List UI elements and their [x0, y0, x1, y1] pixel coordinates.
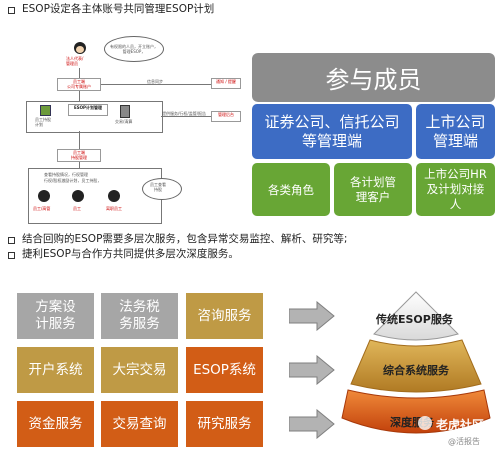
person-icon: [108, 190, 120, 202]
admin-face-icon: [76, 46, 84, 53]
service-pyramid: [341, 291, 491, 434]
esop-client-box: 员工端 持股管理: [57, 149, 101, 162]
person-icon: [72, 190, 84, 202]
person-label: 员工/高管: [33, 206, 51, 211]
service-account-opening: 开户系统: [17, 347, 94, 393]
flow-diagram: 法人代表/ 管理员 有权限的人员，开立账户，管理ESOP， 员工端 公司专属账户…: [22, 32, 247, 224]
plan-clients-box: 各计划管理客户: [334, 163, 412, 216]
speech-bubble: [142, 178, 182, 200]
service-esop-system: ESOP系统: [186, 347, 263, 393]
speech-text: 有权限的人员，开立账户，管理ESOP，: [110, 44, 158, 54]
plan-frame: [26, 101, 163, 133]
connector: [101, 84, 211, 85]
listed-company-header: 上市公司管理端: [416, 104, 495, 159]
admin-role: 法人代表/ 管理员: [66, 56, 84, 66]
service-trade-query: 交易查询: [101, 401, 178, 447]
connector: [79, 162, 80, 168]
server-icon: [120, 105, 130, 118]
right-arrow-icon: [289, 301, 335, 331]
bullet-text-1: 结合回购的ESOP需要多层次服务，包含异常交易监控、解析、研究等;: [22, 233, 348, 245]
hr-contact-box: 上市公司HR及计划对接人: [416, 163, 495, 216]
company-account-box: 员工端 公司专属账户: [57, 78, 101, 91]
admin-box: 管理后台: [211, 111, 241, 122]
connector: [79, 91, 80, 101]
pyramid-middle-label: 综合系统服务: [383, 364, 449, 377]
connector: [79, 68, 80, 78]
service-block-trade: 大宗交易: [101, 347, 178, 393]
speech-text: 员工查看 持股: [150, 182, 166, 192]
service-research: 研究服务: [186, 401, 263, 447]
watermark-text: 老虎社区: [436, 418, 485, 432]
person-label: 员工: [73, 206, 81, 211]
notify-box: 通知 / 提醒: [211, 78, 241, 89]
person-icon: [38, 190, 50, 202]
info-item-2: 行权/股权激励计划，员工持股，: [44, 178, 102, 183]
right-arrow-icon: [289, 409, 335, 439]
roles-box: 各类角色: [252, 163, 330, 216]
person-label: 离职员工: [106, 206, 122, 211]
doc-label: 员工持股 计划: [35, 117, 51, 127]
service-plan-design: 方案设计服务: [17, 293, 94, 339]
service-funding: 资金服务: [17, 401, 94, 447]
watermark-source: @活报告: [448, 437, 480, 446]
service-legal-tax: 法务税务服务: [101, 293, 178, 339]
connector: [79, 131, 80, 149]
participants-title: 参与成员: [252, 53, 495, 102]
trade-label: 交易/清算: [115, 119, 133, 124]
bullet-icon: [8, 252, 15, 259]
plan-management-box: ESOP计划管理: [68, 104, 108, 116]
page-title: ESOP设定各主体账号共同管理ESOP计划: [22, 3, 215, 15]
document-icon: [40, 105, 51, 116]
sync-label: 信息同步: [147, 79, 163, 84]
pyramid-top-label: 传统ESOP服务: [376, 313, 453, 326]
tiger-logo-icon: [418, 416, 432, 430]
service-label: 提供服务/行权/监管/报告: [162, 111, 207, 116]
bullet-text-2: 捷利ESOP与合作方共同提供多层次深度服务。: [22, 248, 239, 260]
info-item-1: 查看持股情况，行权管理: [44, 172, 88, 177]
connector: [161, 116, 211, 117]
bullet-icon: [8, 7, 15, 14]
bullet-icon: [8, 237, 15, 244]
speech-bubble: [104, 36, 164, 62]
right-arrow-icon: [289, 355, 335, 385]
service-consulting: 咨询服务: [186, 293, 263, 339]
securities-trust-header: 证券公司、信托公司等管理端: [252, 104, 412, 159]
